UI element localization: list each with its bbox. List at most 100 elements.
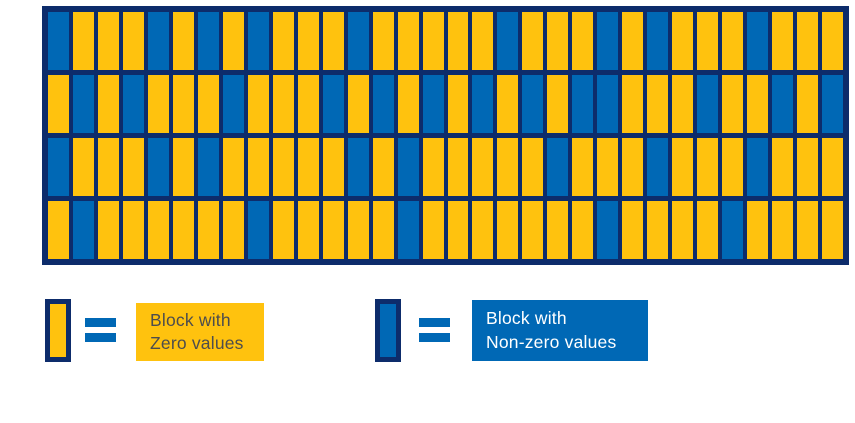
zero-block <box>822 138 843 196</box>
zero-block <box>647 201 669 259</box>
nonzero-block <box>697 75 719 133</box>
zero-block <box>272 201 294 259</box>
zero-label-line2: Zero values <box>150 333 244 353</box>
zero-block <box>497 138 519 196</box>
zero-block <box>322 12 344 70</box>
zero-block <box>772 201 794 259</box>
zero-block <box>97 12 119 70</box>
zero-block <box>747 201 769 259</box>
nonzero-block <box>48 12 69 70</box>
zero-block <box>747 75 769 133</box>
zero-block <box>622 138 644 196</box>
zero-block <box>422 138 444 196</box>
zero-block <box>397 12 419 70</box>
nonzero-label-line2: Non-zero values <box>486 331 617 352</box>
zero-block <box>672 75 694 133</box>
nonzero-block <box>747 12 769 70</box>
zero-block <box>797 75 819 133</box>
nonzero-block <box>72 75 94 133</box>
zero-block <box>822 201 843 259</box>
zero-block <box>797 138 819 196</box>
grid-row <box>48 138 843 196</box>
nonzero-block <box>147 138 169 196</box>
zero-block <box>48 75 69 133</box>
nonzero-block <box>772 75 794 133</box>
nonzero-block <box>822 75 843 133</box>
grid-row <box>48 201 843 259</box>
zero-block <box>147 75 169 133</box>
zero-block <box>497 201 519 259</box>
nonzero-block <box>72 201 94 259</box>
zero-block <box>372 138 394 196</box>
zero-block <box>522 12 544 70</box>
zero-block <box>522 138 544 196</box>
zero-block <box>472 201 494 259</box>
nonzero-block <box>572 75 594 133</box>
zero-block <box>122 201 144 259</box>
nonzero-label-box: Block with Non-zero values <box>472 300 648 361</box>
zero-block <box>697 201 719 259</box>
nonzero-block <box>597 12 619 70</box>
equals-bar <box>419 318 450 327</box>
zero-block <box>147 201 169 259</box>
zero-block <box>772 12 794 70</box>
zero-block <box>547 75 569 133</box>
zero-block <box>497 75 519 133</box>
zero-block <box>322 138 344 196</box>
zero-block <box>247 138 269 196</box>
zero-block <box>472 12 494 70</box>
zero-label-line1: Block with <box>150 309 231 330</box>
zero-block <box>672 12 694 70</box>
zero-block <box>797 201 819 259</box>
nonzero-block <box>347 12 369 70</box>
nonzero-block <box>347 138 369 196</box>
zero-block <box>222 138 244 196</box>
nonzero-block <box>322 75 344 133</box>
zero-block <box>697 138 719 196</box>
zero-block <box>772 138 794 196</box>
zero-block <box>222 12 244 70</box>
zero-block <box>622 12 644 70</box>
zero-block <box>697 12 719 70</box>
zero-block <box>322 201 344 259</box>
nonzero-block <box>222 75 244 133</box>
zero-block <box>422 201 444 259</box>
zero-block <box>72 138 94 196</box>
equals-bar <box>419 333 450 342</box>
zero-block <box>622 75 644 133</box>
nonzero-block <box>48 138 69 196</box>
nonzero-block <box>122 75 144 133</box>
zero-block <box>172 201 194 259</box>
zero-block <box>822 12 843 70</box>
nonzero-block <box>597 201 619 259</box>
nonzero-block <box>522 75 544 133</box>
zero-block <box>122 138 144 196</box>
zero-block <box>722 12 744 70</box>
nonzero-block <box>547 138 569 196</box>
zero-block <box>572 12 594 70</box>
equals-icon <box>85 318 116 342</box>
nonzero-block <box>372 75 394 133</box>
zero-block <box>97 201 119 259</box>
equals-icon <box>419 318 450 342</box>
zero-block <box>447 201 469 259</box>
zero-block <box>472 138 494 196</box>
zero-block <box>597 138 619 196</box>
zero-block <box>447 75 469 133</box>
nonzero-label-line1: Block with <box>486 308 567 329</box>
zero-block <box>197 75 219 133</box>
zero-block <box>397 75 419 133</box>
zero-block <box>372 12 394 70</box>
zero-block <box>347 75 369 133</box>
zero-block <box>222 201 244 259</box>
zero-block-swatch <box>45 299 71 362</box>
nonzero-block-swatch <box>375 299 401 362</box>
zero-block <box>672 201 694 259</box>
legend: Block with Zero values Block with Non-ze… <box>0 265 855 423</box>
zero-block <box>272 75 294 133</box>
zero-block <box>447 12 469 70</box>
nonzero-block <box>197 138 219 196</box>
zero-block <box>422 12 444 70</box>
zero-block <box>272 12 294 70</box>
zero-block <box>672 138 694 196</box>
